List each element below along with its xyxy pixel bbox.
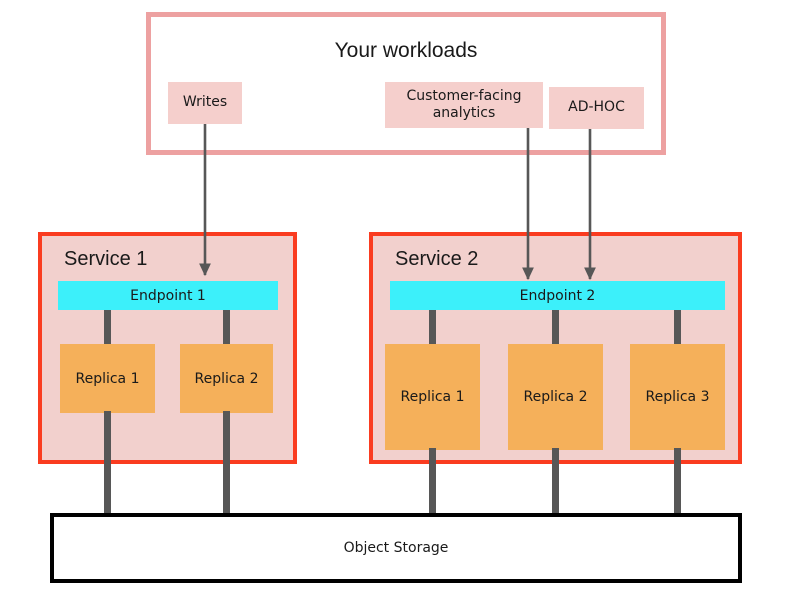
endpoint-1[interactable]: Endpoint 1 xyxy=(58,281,278,310)
service-1-replica-1[interactable]: Replica 1 xyxy=(60,344,155,413)
service-2-replica-2[interactable]: Replica 2 xyxy=(508,344,603,450)
service-2-title: Service 2 xyxy=(395,248,479,270)
workload-chip-writes[interactable]: Writes xyxy=(168,82,242,124)
service-1-replica-2[interactable]: Replica 2 xyxy=(180,344,273,413)
object-storage-box[interactable]: Object Storage xyxy=(50,513,742,583)
connector-endpoint2-replica3 xyxy=(674,310,681,346)
connector-endpoint1-replica2 xyxy=(223,310,230,346)
connector-endpoint2-replica2 xyxy=(552,310,559,346)
service-1-title: Service 1 xyxy=(64,248,148,270)
connector-endpoint1-replica1 xyxy=(104,310,111,346)
service-2-replica-3[interactable]: Replica 3 xyxy=(630,344,725,450)
workload-chip-ad-hoc[interactable]: AD-HOC xyxy=(549,87,644,129)
connector-service1-replica2-storage xyxy=(223,411,230,516)
service-2-replica-1[interactable]: Replica 1 xyxy=(385,344,480,450)
connector-endpoint2-replica1 xyxy=(429,310,436,346)
workloads-title: Your workloads xyxy=(334,39,478,62)
workload-chip-customer-facing-analytics[interactable]: Customer-facing analytics xyxy=(385,82,543,128)
connector-service1-replica1-storage xyxy=(104,411,111,516)
connector-service2-replica3-storage xyxy=(674,448,681,516)
connector-service2-replica2-storage xyxy=(552,448,559,516)
endpoint-2[interactable]: Endpoint 2 xyxy=(390,281,725,310)
connector-service2-replica1-storage xyxy=(429,448,436,516)
